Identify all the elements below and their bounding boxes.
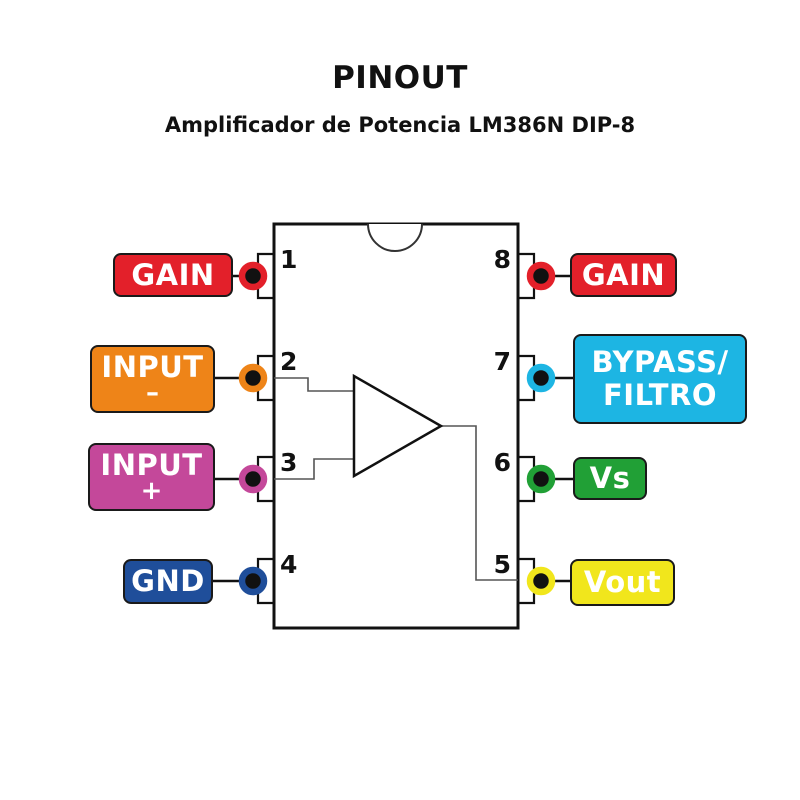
pin-label-text: GND: [131, 564, 205, 598]
pin-7: 7: [494, 347, 573, 402]
pin-3: 3: [215, 448, 297, 503]
op-amp-triangle-icon: [352, 373, 444, 479]
pin-number: 8: [494, 245, 511, 274]
pin-label-8: GAIN: [570, 253, 677, 297]
pin-label-text: INPUT: [100, 447, 203, 482]
pin-dot-icon: [238, 566, 268, 596]
pin-2: 2: [215, 347, 297, 402]
pin-dot-icon: [526, 261, 556, 291]
pin-6: 6: [494, 448, 573, 503]
pin-label-4: GND: [123, 559, 213, 604]
pin-label-text: GAIN: [581, 257, 666, 292]
polarity-sign: –: [146, 377, 159, 408]
pin-dot-icon: [238, 464, 268, 494]
pin-dot-icon: [526, 566, 556, 596]
pin-dot-icon: [526, 464, 556, 494]
pin-number: 6: [494, 448, 511, 477]
pin-5: 5: [494, 550, 570, 605]
pin-label-text: Vs: [589, 461, 631, 495]
pin-label-7: BYPASS/FILTRO: [573, 334, 747, 424]
pin-label-2: INPUT–: [90, 345, 215, 413]
pin-dot-icon: [238, 363, 268, 393]
pin-4: 4: [213, 550, 297, 605]
diagram-subtitle: Amplificador de Potencia LM386N DIP-8: [164, 113, 636, 137]
pin-number: 7: [494, 347, 511, 376]
pin-dot-icon: [238, 261, 268, 291]
wire-pin2-to-amp: [274, 377, 353, 392]
pin-8: 8: [494, 245, 570, 300]
pin-label-text: Vout: [583, 565, 662, 599]
pin-label-5: Vout: [570, 559, 675, 606]
pin-number: 2: [280, 347, 297, 376]
pin-label-text: GAIN: [131, 257, 215, 292]
pin-1: 1: [233, 245, 297, 300]
pin-number: 1: [280, 245, 297, 274]
polarity-sign: +: [140, 475, 163, 506]
diagram-title: PINOUT: [332, 60, 468, 96]
ic-notch: [367, 223, 423, 252]
wire-pin3-to-amp: [274, 458, 353, 480]
pin-number: 5: [494, 550, 511, 579]
pin-label-6: Vs: [573, 457, 647, 500]
pin-label-text: INPUT: [101, 349, 204, 384]
pin-label-text: BYPASS/: [591, 345, 729, 379]
pin-number: 3: [280, 448, 297, 477]
pin-label-text-line2: FILTRO: [602, 378, 718, 412]
ic-body: [272, 222, 520, 630]
pin-number: 4: [280, 550, 297, 579]
pin-label-1: GAIN: [113, 253, 233, 297]
pin-label-3: INPUT+: [88, 443, 215, 511]
wire-amp-to-pin5: [442, 425, 518, 581]
pin-dot-icon: [526, 363, 556, 393]
